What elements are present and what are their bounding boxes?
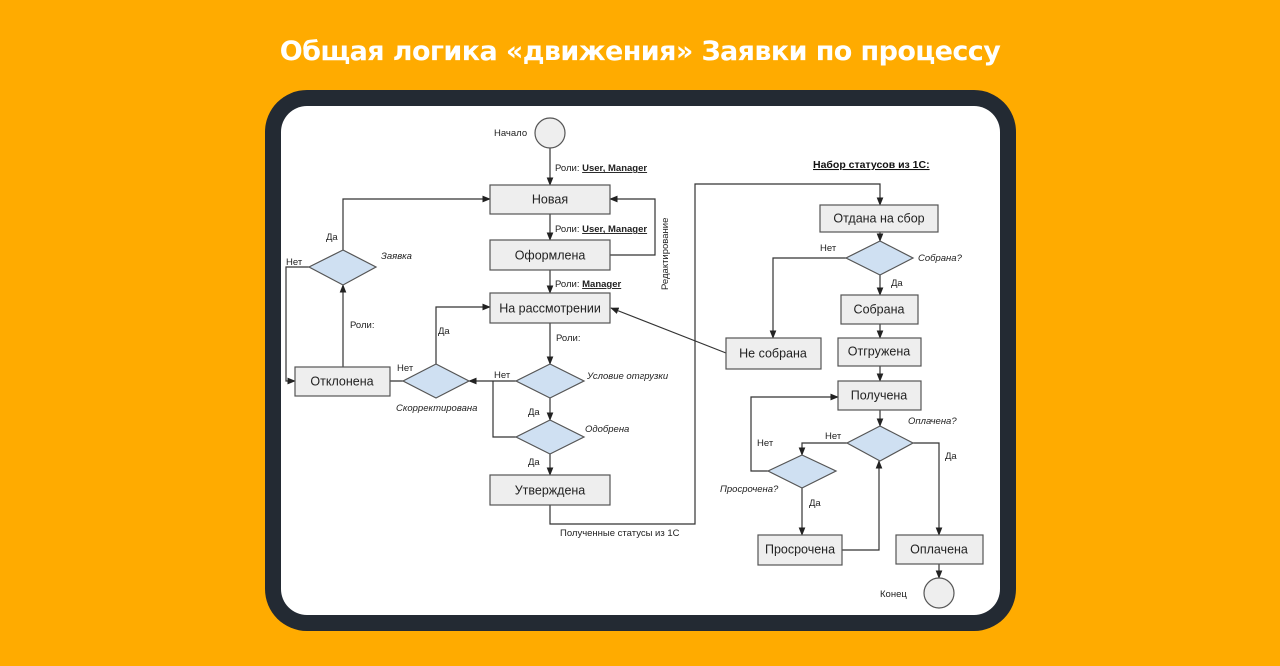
request-yes-label: Да — [326, 232, 338, 243]
status-box-approved — [489, 474, 611, 506]
end-label: Конец — [880, 589, 907, 600]
status-overdue: Просрочена — [765, 542, 835, 556]
decision-approved-label: Одобрена — [585, 424, 629, 435]
paid-no-label: Нет — [825, 431, 842, 442]
status-received: Получена — [851, 388, 908, 402]
status-box-given-for-picking — [819, 204, 939, 233]
status-box-overdue — [757, 534, 843, 566]
edge-request-no — [285, 266, 309, 385]
edge-not-picked-review — [610, 307, 727, 354]
edge-corrected-yes — [435, 303, 491, 364]
edge-overdue-no — [750, 393, 839, 472]
decision-paid-label: Оплачена? — [908, 416, 957, 427]
edge-paid-yes — [913, 442, 943, 536]
status-formed: Оформлена — [515, 248, 586, 262]
status-box-received — [837, 380, 922, 411]
status-given-for-picking: Отдана на сбор — [833, 211, 924, 225]
overdue-yes-label: Да — [809, 498, 821, 509]
decision-paid — [845, 425, 915, 462]
picked-no-label: Нет — [820, 243, 837, 254]
start-node — [534, 117, 566, 149]
decision-corrected-label: Скорректирована — [396, 403, 477, 414]
roles-label-start: Роли: User, Manager — [555, 163, 647, 174]
decision-shipping-condition — [514, 363, 586, 399]
corrected-yes-label: Да — [438, 326, 450, 337]
editing-label: Редактирование — [660, 218, 671, 290]
status-shipped: Отгружена — [848, 344, 910, 358]
decision-picked-label: Собрана? — [918, 253, 963, 264]
status-box-picked — [840, 294, 919, 325]
status-new: Новая — [532, 192, 568, 206]
status-box-rejected — [294, 366, 391, 397]
received-from-1c-label: Полученные статусы из 1С — [560, 528, 680, 539]
decision-shipping-condition-label: Условие отгрузки — [586, 371, 669, 382]
statuses-header: Набор статусов из 1С: — [813, 159, 930, 171]
decision-overdue-label: Просрочена? — [720, 484, 779, 495]
roles-label-new: Роли: User, Manager — [555, 224, 647, 235]
decision-request — [307, 249, 378, 286]
roles-label-formed: Роли: Manager — [555, 279, 621, 290]
status-box-not-picked — [725, 337, 822, 370]
start-label: Начало — [494, 128, 527, 139]
edge-approved-no — [492, 381, 516, 438]
roles-label-review: Роли: — [556, 333, 580, 344]
status-box-formed — [489, 239, 611, 271]
status-box-review — [489, 292, 611, 324]
status-paid: Оплачена — [910, 542, 968, 556]
status-rejected: Отклонена — [310, 374, 373, 388]
overdue-no-label: Нет — [757, 438, 774, 449]
status-approved: Утверждена — [515, 483, 586, 497]
status-box-shipped — [837, 337, 922, 367]
decision-picked — [844, 240, 915, 276]
condition-yes-label: Да — [528, 407, 540, 418]
flowchart: Начало Конец Новая Оформлена На рассмотр… — [285, 117, 984, 609]
status-review: На рассмотрении — [499, 301, 601, 315]
condition-no-label: Нет — [494, 370, 511, 381]
status-not-picked: Не собрана — [739, 346, 807, 360]
edge-request-yes — [342, 195, 491, 250]
edge-overdue-back — [842, 460, 883, 551]
page-title: Общая логика «движения» Заявки по процес… — [279, 36, 1001, 67]
decision-corrected — [401, 363, 471, 399]
status-box-paid — [895, 534, 984, 565]
diagram-canvas: Начало Конец Новая Оформлена На рассмотр… — [281, 106, 1000, 615]
picked-yes-label: Да — [891, 278, 903, 289]
request-no-label: Нет — [286, 257, 303, 268]
edge-picked-no — [769, 257, 846, 339]
status-picked: Собрана — [854, 302, 905, 316]
edge-to-1c — [549, 183, 884, 525]
status-box-new — [489, 184, 611, 215]
corrected-no-label: Нет — [397, 363, 414, 374]
edge-editing-loop — [609, 195, 656, 256]
edge-paid-no — [798, 442, 847, 456]
paid-yes-label: Да — [945, 451, 957, 462]
decision-overdue — [766, 454, 838, 489]
approved-yes-label: Да — [528, 457, 540, 468]
decision-approved — [514, 419, 586, 455]
roles-label-rejected: Роли: — [350, 320, 374, 331]
decision-request-label: Заявка — [381, 251, 412, 262]
end-node — [923, 577, 955, 609]
